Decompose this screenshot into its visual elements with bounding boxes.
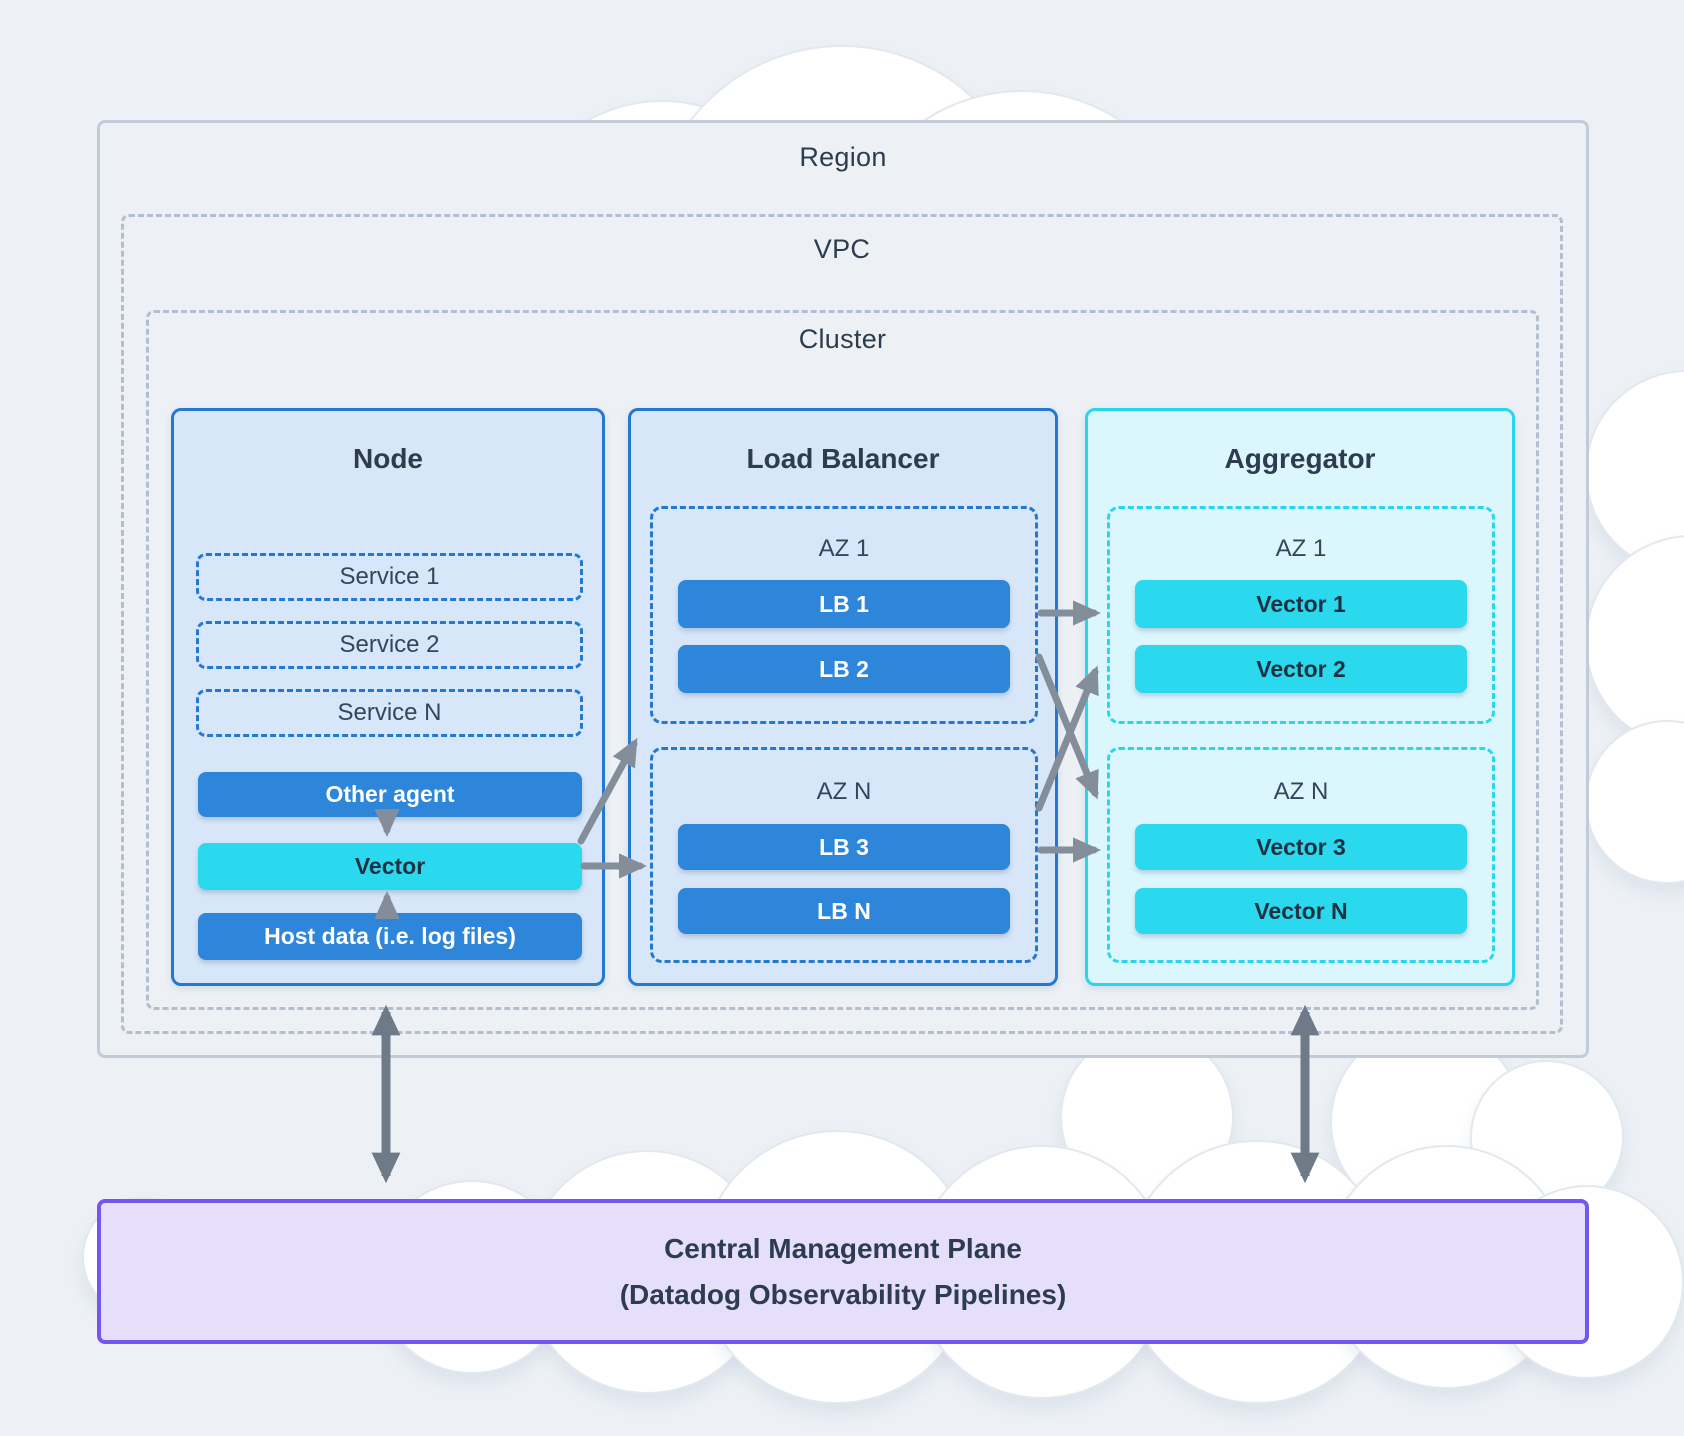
cmp-title-line1: Central Management Plane [664,1232,1022,1264]
host-data-bar: Host data (i.e. log files) [198,913,582,960]
lb-az1-label: AZ 1 [818,535,870,562]
cloud-bump [1585,720,1684,884]
service-2-box: Service 2 [196,621,583,669]
aggregator-az1-label: AZ 1 [1275,535,1327,562]
lb-azn-box: AZ N LB 3 LB N [650,747,1038,963]
aggregator-title: Aggregator [1224,443,1376,474]
node-title: Node [353,443,423,474]
cluster-label: Cluster [798,324,887,354]
vectorn-bar: Vector N [1135,888,1467,934]
lb1-bar: LB 1 [678,580,1010,628]
lb-az1-box: AZ 1 LB 1 LB 2 [650,506,1038,724]
vector-bar: Vector [198,843,582,890]
region-label: Region [799,142,887,172]
load-balancer-box: Load Balancer AZ 1 LB 1 LB 2 AZ N LB 3 L… [628,408,1058,986]
lbn-bar: LB N [678,888,1010,934]
service-n-box: Service N [196,689,583,737]
lb2-bar: LB 2 [678,645,1010,693]
other-agent-bar: Other agent [198,772,582,817]
lb3-bar: LB 3 [678,824,1010,870]
lb-azn-label: AZ N [816,778,872,805]
cluster-box [146,310,1539,1010]
aggregator-azn-box: AZ N Vector 3 Vector N [1107,747,1495,963]
central-management-plane-box: Central Management Plane (Datadog Observ… [97,1199,1589,1344]
load-balancer-title: Load Balancer [746,443,940,474]
vpc-box [121,214,1563,1034]
aggregator-azn-label: AZ N [1273,778,1329,805]
aggregator-box: Aggregator AZ 1 Vector 1 Vector 2 AZ N V… [1085,408,1515,986]
vector3-bar: Vector 3 [1135,824,1467,870]
vpc-label: VPC [813,234,871,264]
service-1-box: Service 1 [196,553,583,601]
aggregator-az1-box: AZ 1 Vector 1 Vector 2 [1107,506,1495,724]
vector1-bar: Vector 1 [1135,580,1467,628]
cloud-bump [1585,535,1684,749]
cmp-title-line2: (Datadog Observability Pipelines) [619,1278,1067,1310]
node-box: Node Service 1 Service 2 Service N Other… [171,408,605,986]
vector2-bar: Vector 2 [1135,645,1467,693]
